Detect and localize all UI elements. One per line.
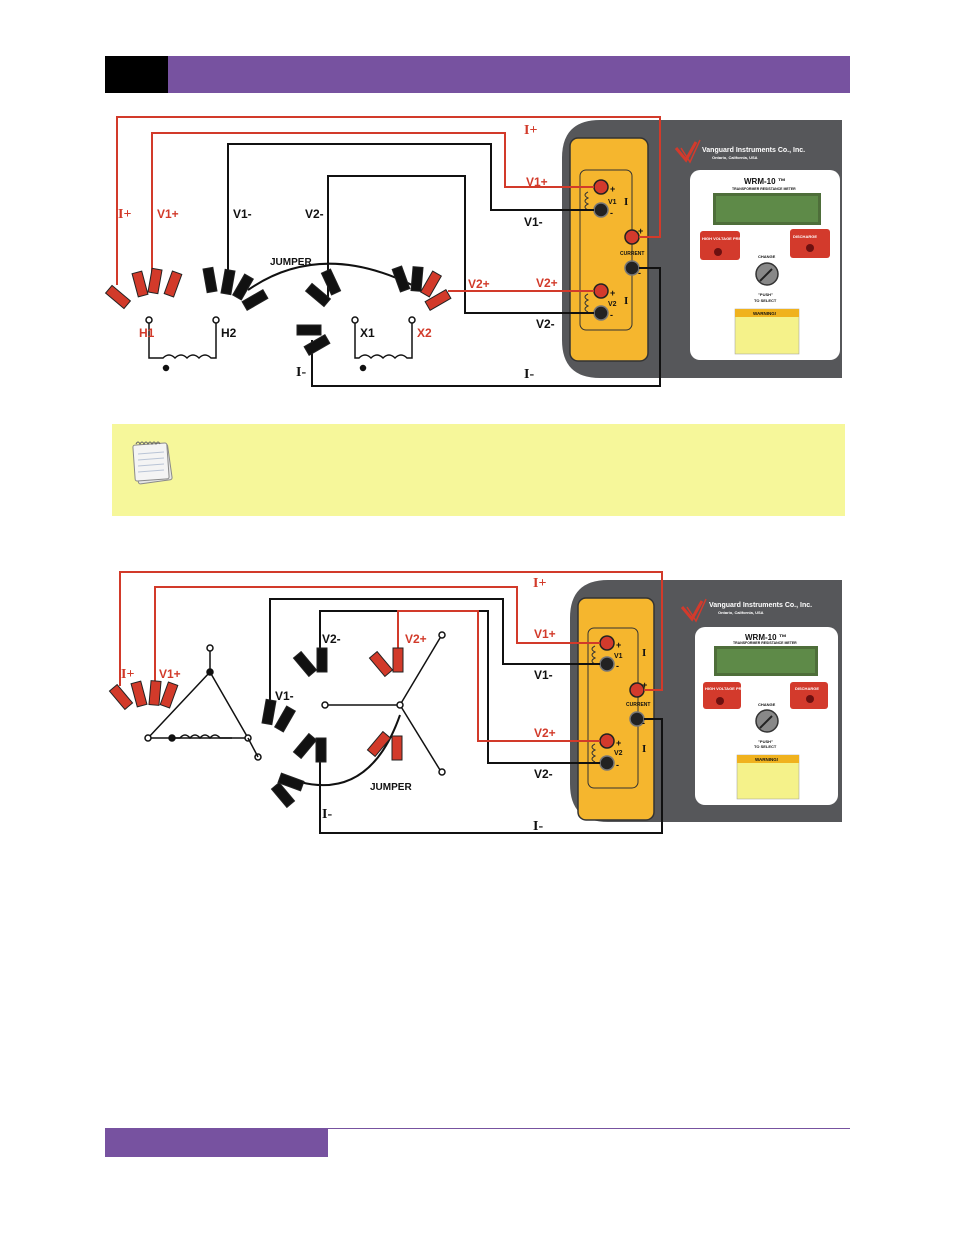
label-h2: H2: [221, 326, 237, 340]
label-i-minus: I-: [322, 807, 332, 822]
footer-bar: [105, 1128, 328, 1157]
panel-current: CURRENT: [626, 702, 650, 708]
panel-v2: V2: [608, 301, 617, 308]
device-high-voltage: HIGH VOLTAGE PRESENT: [702, 236, 752, 241]
label-v2-plus: V2+: [534, 726, 556, 740]
device-wrm10-2: [570, 580, 842, 822]
footer-rule: [105, 1128, 850, 1129]
wires-2: [119, 571, 663, 834]
label-i-minus: I-: [533, 819, 543, 834]
label-i-plus: I+: [118, 207, 131, 222]
panel-i: I: [624, 295, 628, 307]
device-model: WRM-10 ™: [744, 177, 786, 186]
panel-minus: -: [610, 310, 613, 320]
panel-plus: +: [616, 738, 621, 748]
panel-i: I: [642, 743, 646, 755]
device-subtitle: TRANSFORMER RESISTANCE METER: [732, 187, 796, 191]
clips-1: [104, 265, 452, 357]
label-h1: H1: [139, 326, 155, 340]
label-jumper: JUMPER: [370, 782, 412, 793]
label-i-plus: I+: [533, 576, 546, 591]
panel-i: I: [642, 647, 646, 659]
label-i-minus: I-: [524, 367, 534, 382]
device-subtitle: TRANSFORMER RESISTANCE METER: [733, 641, 797, 645]
label-i-plus: I+: [524, 123, 537, 138]
label-v1-plus: V1+: [526, 175, 548, 189]
panel-plus: +: [610, 184, 615, 194]
panel-minus: -: [616, 760, 619, 770]
device-brand: Vanguard Instruments Co., Inc.: [702, 147, 805, 154]
device-high-voltage: HIGH VOLTAGE PRESENT: [705, 686, 755, 691]
label-v2-minus: V2-: [534, 767, 553, 781]
device-discharge: DISCHARGE: [793, 234, 817, 239]
panel-minus: -: [610, 208, 613, 218]
label-jumper: JUMPER: [270, 257, 312, 268]
panel-current: CURRENT: [620, 251, 644, 257]
transformer-2: [144, 631, 446, 776]
panel-minus: -: [616, 661, 619, 671]
panel-v2: V2: [614, 750, 623, 757]
label-i-minus: I-: [296, 365, 306, 380]
label-v2-plus: V2+: [536, 276, 558, 290]
panel-plus: +: [642, 680, 647, 690]
label-v2-minus: V2-: [305, 207, 324, 221]
device-push: "PUSH": [758, 739, 773, 744]
device-warning-title: WARNING!: [753, 311, 777, 316]
device-discharge: DISCHARGE: [795, 686, 819, 691]
device-to-select: TO SELECT: [754, 744, 777, 749]
label-v2-plus: V2+: [468, 277, 490, 291]
panel-v1: V1: [614, 653, 623, 660]
panel-minus: -: [642, 718, 645, 728]
device-push: "PUSH": [758, 292, 773, 297]
panel-i: I: [624, 196, 628, 208]
label-v1-minus: V1-: [233, 207, 252, 221]
label-x1: X1: [360, 326, 375, 340]
panel-plus: +: [616, 640, 621, 650]
device-to-select: TO SELECT: [754, 298, 777, 303]
clips-2: [108, 647, 404, 809]
label-v2-minus: V2-: [536, 317, 555, 331]
device-location: Ontario, California, USA: [718, 610, 764, 615]
note-box: [112, 424, 845, 516]
device-wrm10-1: [562, 120, 842, 378]
label-v2-plus: V2+: [405, 632, 427, 646]
device-change: CHANGE: [758, 702, 776, 707]
header-page-tab: [105, 56, 168, 93]
device-location: Ontario, California, USA: [712, 155, 758, 160]
transformer-1: [145, 316, 416, 372]
label-v1-plus: V1+: [534, 627, 556, 641]
panel-plus: +: [638, 226, 643, 236]
device-change: CHANGE: [758, 254, 776, 259]
label-v1-minus: V1-: [524, 215, 543, 229]
device-model: WRM-10 ™: [745, 633, 787, 642]
panel-minus: -: [638, 268, 641, 278]
header-bar: [105, 56, 850, 93]
device-brand: Vanguard Instruments Co., Inc.: [709, 602, 812, 609]
label-v1-minus: V1-: [275, 689, 294, 703]
label-x2: X2: [417, 326, 432, 340]
notepad-icon: [132, 441, 173, 485]
panel-plus: +: [610, 288, 615, 298]
label-v2-minus: V2-: [322, 632, 341, 646]
label-v1-minus: V1-: [534, 668, 553, 682]
wires-1: [116, 116, 661, 387]
label-i-plus: I+: [121, 667, 134, 682]
panel-v1: V1: [608, 199, 617, 206]
label-v1-plus: V1+: [157, 207, 179, 221]
label-v1-plus: V1+: [159, 667, 181, 681]
device-warning-title: WARNING!: [755, 757, 779, 762]
